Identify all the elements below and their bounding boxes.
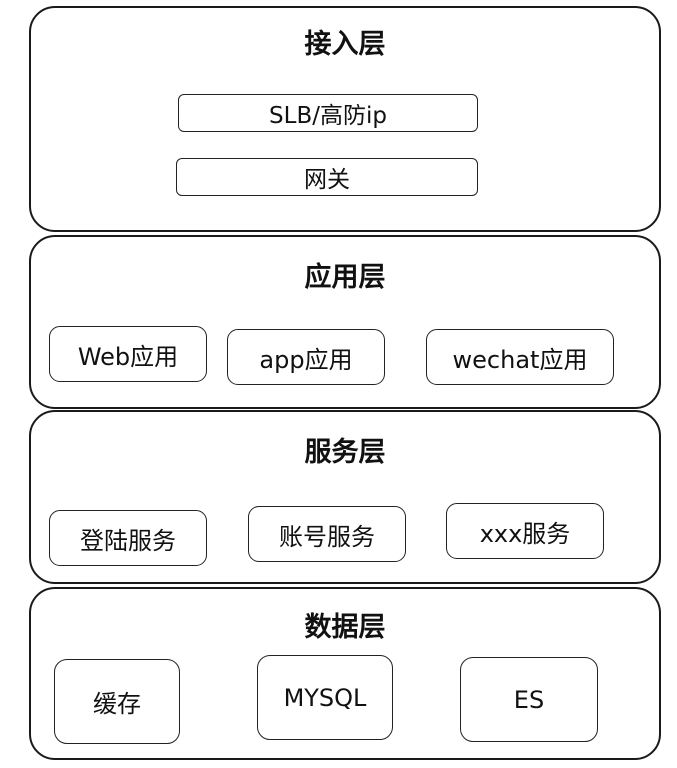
app-layer: 应用层 Web应用 app应用 wechat应用 <box>29 235 661 409</box>
app-layer-title: 应用层 <box>304 262 386 293</box>
wechat-app-box: wechat应用 <box>426 329 614 385</box>
access-layer-title: 接入层 <box>304 29 386 60</box>
access-layer: 接入层 SLB/高防ip 网关 <box>29 6 661 232</box>
slb-box: SLB/高防ip <box>178 94 478 132</box>
app-app-box: app应用 <box>227 329 385 385</box>
xxx-service-box: xxx服务 <box>446 503 604 559</box>
es-box: ES <box>460 657 598 742</box>
data-layer: 数据层 缓存 MYSQL ES <box>29 587 661 760</box>
account-service-box: 账号服务 <box>248 506 406 562</box>
web-app-box: Web应用 <box>49 326 207 382</box>
login-service-box: 登陆服务 <box>49 510 207 566</box>
mysql-box: MYSQL <box>257 655 393 740</box>
service-layer: 服务层 登陆服务 账号服务 xxx服务 <box>29 410 661 584</box>
gateway-box: 网关 <box>176 158 478 196</box>
service-layer-title: 服务层 <box>304 437 386 468</box>
cache-box: 缓存 <box>54 659 180 744</box>
data-layer-title: 数据层 <box>304 612 386 643</box>
